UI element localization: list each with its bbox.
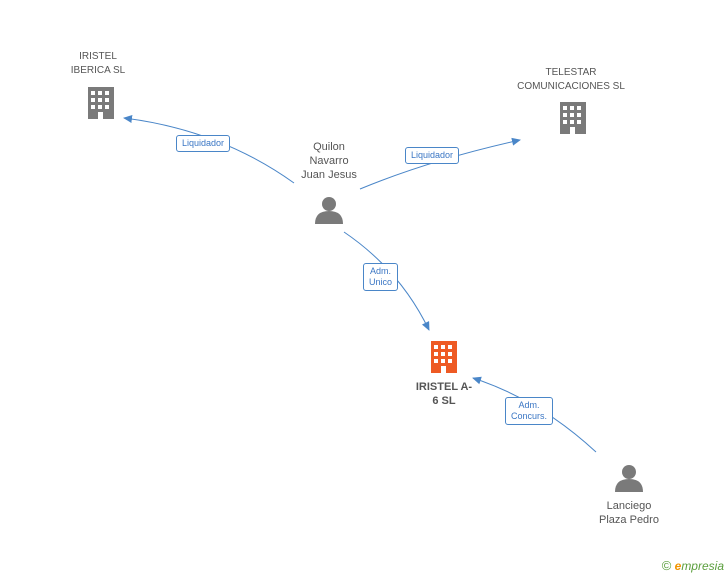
edge-label-text: Adm. xyxy=(370,266,392,276)
node-label-iristel-a6[interactable]: IRISTEL A- 6 SL xyxy=(404,380,484,408)
node-name-line: Juan Jesus xyxy=(301,169,357,181)
brand-e: e xyxy=(674,559,682,573)
edge-label-liquidador-telestar: Liquidador xyxy=(405,147,460,164)
node-name-line: 6 SL xyxy=(432,395,456,407)
building-icon[interactable] xyxy=(560,102,586,134)
person-icon[interactable] xyxy=(615,465,643,492)
node-name-line: COMUNICACIONES SL xyxy=(517,81,625,92)
node-name-line: Lanciego xyxy=(606,500,652,512)
node-name-line: IRISTEL xyxy=(79,51,117,62)
node-name-line: IRISTEL A- xyxy=(415,381,473,393)
node-name-line: Navarro xyxy=(309,155,349,167)
node-name-line: Quilon xyxy=(313,141,345,153)
node-label-iristel-iberica[interactable]: IRISTEL IBERICA SL xyxy=(58,50,138,78)
node-label-quilon[interactable]: Quilon Navarro Juan Jesus xyxy=(284,140,374,182)
edge-label-adm-concurs: Adm. Concurs. xyxy=(505,397,554,425)
copyright-icon: © xyxy=(661,558,672,573)
edge-label-text: Unico xyxy=(369,277,393,287)
person-icon[interactable] xyxy=(315,197,343,224)
node-name-line: IBERICA SL xyxy=(70,65,126,76)
node-label-lanciego[interactable]: Lanciego Plaza Pedro xyxy=(582,499,676,527)
node-name-line: TELESTAR xyxy=(545,67,597,78)
building-icon[interactable] xyxy=(88,87,114,119)
edge-label-liquidador-iberica: Liquidador xyxy=(176,135,231,152)
empresia-logo[interactable]: © empresia xyxy=(662,558,724,573)
node-name-line: Plaza Pedro xyxy=(599,514,659,526)
edge-label-text: Concurs. xyxy=(511,411,548,421)
focus-building-icon[interactable] xyxy=(431,341,457,373)
edge-label-adm-unico: Adm. Unico xyxy=(363,263,399,291)
edge-label-text: Adm. xyxy=(518,400,540,410)
edge-label-text: Liquidador xyxy=(182,138,225,148)
node-label-telestar[interactable]: TELESTAR COMUNICACIONES SL xyxy=(506,66,636,94)
brand-name: mpresia xyxy=(681,559,724,573)
edge-label-text: Liquidador xyxy=(411,150,454,160)
